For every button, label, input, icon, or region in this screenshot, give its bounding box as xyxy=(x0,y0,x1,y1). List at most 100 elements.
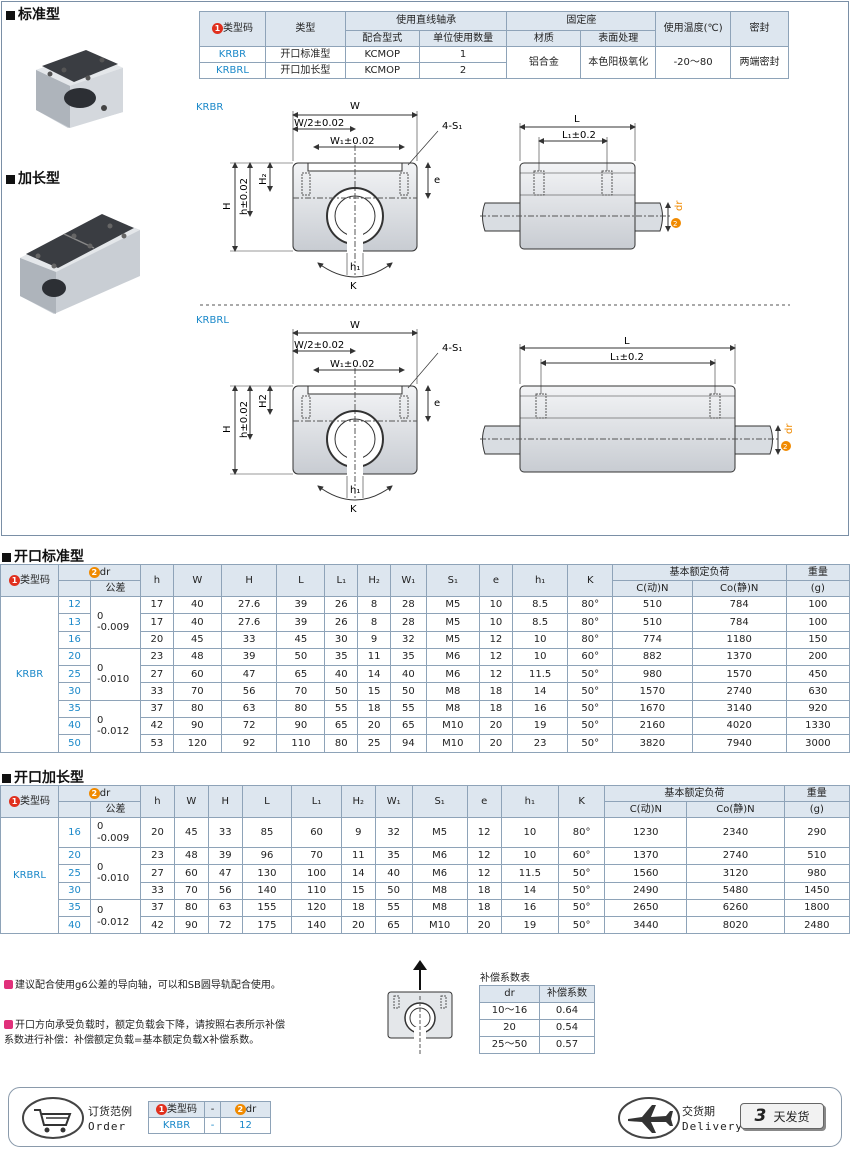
col-header: W₁ xyxy=(390,564,427,597)
table-cell: 0-0.009 xyxy=(90,817,141,848)
svg-text:W/2±0.02: W/2±0.02 xyxy=(294,118,344,129)
col-header: h xyxy=(140,564,174,597)
table-cell: 70 xyxy=(276,682,326,701)
table-cell: 3000 xyxy=(785,734,850,753)
table-cell: 0.64 xyxy=(539,1002,595,1020)
table-cell: 0-0.012 xyxy=(90,699,141,753)
table-cell: 3440 xyxy=(604,916,688,935)
table-cell: 16 xyxy=(58,817,91,848)
svg-text:H₂: H₂ xyxy=(258,173,269,185)
table-cell: 18 xyxy=(479,699,513,719)
table-cell: 45 xyxy=(173,817,209,848)
table-cell: 15 xyxy=(357,682,392,701)
krbrl-front-view: W W/2±0.02 W₁±0.02 4-S₁ H h±0.02 H2 e h₁… xyxy=(222,320,462,515)
table-cell: 25 xyxy=(58,864,91,883)
table-cell: 48 xyxy=(173,846,209,866)
table-cell: 23 xyxy=(140,846,175,866)
table-cell: 12 xyxy=(466,846,502,866)
table-cell: 130 xyxy=(241,864,293,883)
table-cell: 65 xyxy=(324,717,359,736)
table-cell: 13 xyxy=(58,613,91,632)
table-cell: 28 xyxy=(390,595,427,615)
table-cell: 基本额定负荷 xyxy=(604,785,785,802)
table-cell: M10 xyxy=(411,916,468,935)
table-cell: 2160 xyxy=(612,717,693,736)
table-cell: 33 xyxy=(140,682,174,701)
table-cell: 固定座 xyxy=(506,11,657,31)
table-cell: 63 xyxy=(207,898,243,918)
svg-text:e: e xyxy=(434,175,440,186)
label-krbr: KRBR xyxy=(196,102,223,113)
table-cell: 2740 xyxy=(691,682,787,701)
table-cell: 23 xyxy=(511,734,569,753)
table-cell: 35 xyxy=(58,699,91,719)
table-cell: 60 xyxy=(172,665,222,684)
table-cell: 开口加长型 xyxy=(264,62,346,79)
table-cell: KRBRL xyxy=(0,816,59,935)
top-frame xyxy=(1,1,849,536)
svg-text:h₁: h₁ xyxy=(350,485,360,496)
table-cell: 8020 xyxy=(686,916,785,935)
table-cell: 14 xyxy=(511,682,569,701)
table-cell: 18 xyxy=(357,699,392,719)
table-cell: 140 xyxy=(291,916,342,935)
table-cell: 70 xyxy=(172,682,222,701)
col-header: L₁ xyxy=(324,564,359,597)
standard-table-title: 开口标准型 xyxy=(2,546,84,566)
order-label: 订货范例 Order xyxy=(88,1105,132,1133)
table-cell: 20 xyxy=(340,916,376,935)
table-cell: 11.5 xyxy=(511,665,569,684)
table-cell: 80 xyxy=(173,898,209,918)
table-cell: 30 xyxy=(324,630,359,649)
note-2: 开口方向承受负载时，额定负载会下降，请按照右表所示补偿系数进行补偿：补偿额定负载… xyxy=(4,1020,285,1046)
table-cell: Co(静)N xyxy=(686,801,785,818)
krbrl-side-view: L L₁±0.2 2 dr xyxy=(480,336,795,473)
table-cell: 510 xyxy=(612,595,693,615)
footer-frame xyxy=(8,1087,842,1147)
col-header: H xyxy=(207,785,243,818)
table-cell: 4020 xyxy=(691,717,787,736)
table-cell: 42 xyxy=(140,916,175,935)
table-cell: 25 xyxy=(58,665,91,684)
table-cell: M8 xyxy=(411,881,468,900)
svg-text:2: 2 xyxy=(673,220,677,228)
table-cell: 18 xyxy=(479,682,513,701)
table-cell: 980 xyxy=(783,864,850,883)
table-cell: C(动)N xyxy=(604,801,688,818)
table-cell: 450 xyxy=(785,665,850,684)
table-cell: 1670 xyxy=(612,699,693,719)
table-cell: M6 xyxy=(425,665,481,684)
table-cell: 85 xyxy=(241,817,293,848)
table-cell: 510 xyxy=(783,846,850,866)
svg-text:L₁±0.2: L₁±0.2 xyxy=(562,130,596,141)
table-cell: 37 xyxy=(140,898,175,918)
col-header: H₂ xyxy=(340,785,376,818)
table-cell: 510 xyxy=(612,613,693,632)
table-cell: 60° xyxy=(567,647,614,667)
svg-text:H: H xyxy=(222,425,233,433)
svg-text:L: L xyxy=(574,114,580,125)
table-cell xyxy=(58,801,91,818)
extended-table-title: 开口加长型 xyxy=(2,767,84,787)
table-cell: 12 xyxy=(58,595,91,615)
table-cell: 12 xyxy=(479,647,513,667)
svg-text:W₁±0.02: W₁±0.02 xyxy=(330,136,375,147)
table-cell: 20 xyxy=(479,717,513,736)
table-cell: 50° xyxy=(558,864,606,883)
table-cell: 50° xyxy=(567,699,614,719)
table-cell: 140 xyxy=(241,881,293,900)
col-header: K xyxy=(567,564,614,597)
table-cell: 40 xyxy=(172,595,222,615)
svg-text:dr: dr xyxy=(674,200,685,211)
table-cell: 公差 xyxy=(90,580,141,597)
table-cell: 10 xyxy=(511,630,569,649)
table-cell: 0.57 xyxy=(539,1036,595,1054)
table-cell: 50° xyxy=(567,717,614,736)
table-cell: 882 xyxy=(612,647,693,667)
table-cell: 35 xyxy=(58,898,91,918)
